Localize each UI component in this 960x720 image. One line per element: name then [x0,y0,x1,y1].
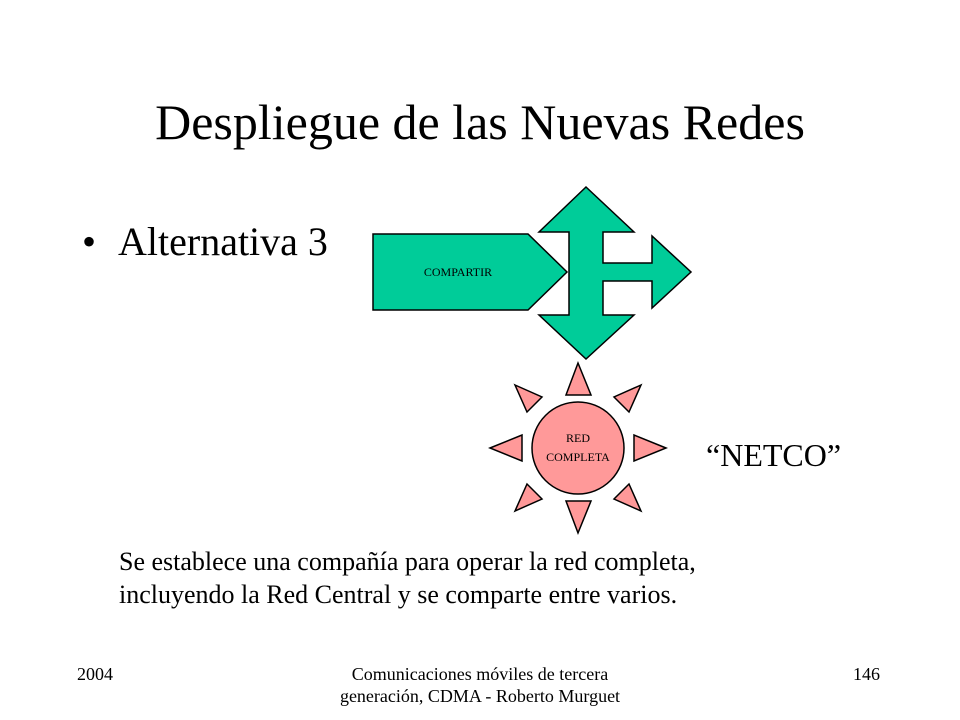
share-arrow-label: COMPARTIR [424,265,492,279]
description-text: Se establece una compañía para operar la… [119,545,879,611]
up-down-right-arrow-shape [537,185,693,361]
sun-ray [564,360,593,396]
sun-ray [564,500,593,536]
sun-label-line2: COMPLETA [546,450,610,464]
sun-ray [488,433,523,463]
footer-year: 2004 [77,664,113,684]
sun-ray [633,433,668,463]
footer-course: Comunicaciones móviles de tercera genera… [339,664,621,706]
sun-ray [513,383,544,414]
sun-core [531,401,625,495]
sun-label-line1: RED [566,431,590,445]
footer-page-number: 146 [853,664,880,684]
sun-ray [612,482,643,513]
slide-title: Despliegue de las Nuevas Redes [155,94,805,150]
netco-label: “NETCO” [706,437,842,473]
network-sun-icon: RED COMPLETA [488,360,668,536]
bullet-symbol: • [82,219,97,264]
description-line: Se establece una compañía para operar la… [119,547,696,576]
share-arrow-shape [372,233,569,311]
sun-ray [612,383,643,414]
bullet-text: Alternativa 3 [118,219,328,264]
description-line: incluyendo la Red Central y se comparte … [119,580,678,609]
bullet-item: • Alternativa 3 [82,218,328,266]
sun-ray [513,482,544,513]
